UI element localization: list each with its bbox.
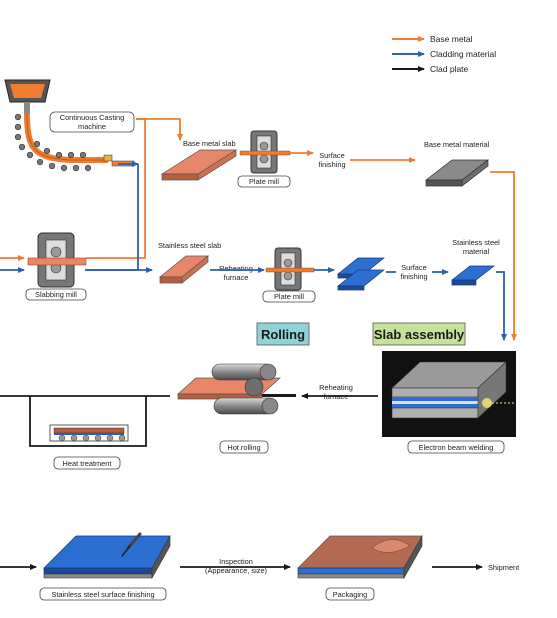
stainless-plates — [337, 257, 385, 291]
stainless-surface-finishing: Stainless steel surface finishing — [39, 532, 171, 601]
legend-label-clad: Clad plate — [430, 64, 469, 74]
reheating-furnace-2-label-1: Reheating — [319, 383, 353, 392]
surface-finishing-1-label-1: Surface — [319, 151, 344, 160]
rolling-header: Rolling — [256, 322, 310, 346]
packaging: Packaging — [297, 534, 423, 601]
continuous-casting-machine: Continuous Casting machine — [4, 79, 135, 172]
stainless-material-label-2: material — [463, 247, 490, 256]
legend: Base metal Cladding material Clad plate — [392, 34, 496, 74]
continuous-casting-label-2: machine — [78, 122, 106, 131]
plate-mill-2: Plate mill — [262, 247, 316, 303]
plate-mill-1: Plate mill — [237, 130, 291, 188]
flow-casting-to-base-slab — [136, 118, 183, 141]
slabbing-mill-label: Slabbing mill — [35, 290, 77, 299]
flow-casting-to-slabbing — [86, 118, 146, 259]
base-metal-material-label: Base metal material — [424, 140, 490, 149]
packaging-label: Packaging — [333, 590, 368, 599]
surface-finishing-1-label-2: finishing — [318, 160, 345, 169]
legend-label-base: Base metal — [430, 34, 473, 44]
base-metal-slab: Base metal slab — [160, 139, 238, 181]
plate-mill-1-label: Plate mill — [249, 177, 279, 186]
stainless-steel-slab: Stainless steel slab — [158, 241, 221, 284]
surface-finishing-2-label-1: Surface — [401, 263, 426, 272]
base-metal-slab-label: Base metal slab — [183, 139, 236, 148]
heat-treatment-label: Heat treatment — [63, 459, 112, 468]
heat-treatment: Heat treatment — [29, 396, 147, 470]
stainless-steel-material: Stainless steel material — [450, 238, 500, 286]
slabbing-mill: Slabbing mill — [25, 232, 87, 301]
slab-assembly-header: Slab assembly — [372, 322, 466, 346]
surface-finishing-2-label-2: finishing — [400, 272, 427, 281]
inspection-label-2: (Appearance, size) — [205, 566, 267, 575]
inspection-label-1: Inspection — [219, 557, 253, 566]
legend-label-cladding: Cladding material — [430, 49, 496, 59]
flow-base-to-assembly — [490, 171, 517, 341]
electron-beam-welding: Electron beam welding — [382, 351, 516, 454]
hot-rolling: Hot rolling — [177, 363, 296, 454]
reheating-furnace-1-label-1: Reheating — [219, 264, 253, 273]
continuous-casting-label-1: Continuous Casting — [60, 113, 125, 122]
shipment-label: Shipment — [488, 563, 519, 572]
electron-beam-welding-label: Electron beam welding — [419, 443, 494, 452]
reheating-furnace-2-label-2: furnace — [324, 392, 349, 401]
rolling-label: Rolling — [261, 327, 305, 342]
stainless-surface-finishing-label: Stainless steel surface finishing — [51, 590, 154, 599]
flow-casting-blue-loop — [85, 164, 139, 271]
slab-assembly-label: Slab assembly — [374, 327, 465, 342]
flow-stainless-to-assembly — [496, 271, 507, 341]
hot-rolling-label: Hot rolling — [227, 443, 260, 452]
base-metal-material: Base metal material — [424, 140, 490, 187]
stainless-material-label-1: Stainless steel — [452, 238, 500, 247]
stainless-steel-slab-label: Stainless steel slab — [158, 241, 221, 250]
plate-mill-2-label: Plate mill — [274, 292, 304, 301]
reheating-furnace-1-label-2: furnace — [224, 273, 249, 282]
